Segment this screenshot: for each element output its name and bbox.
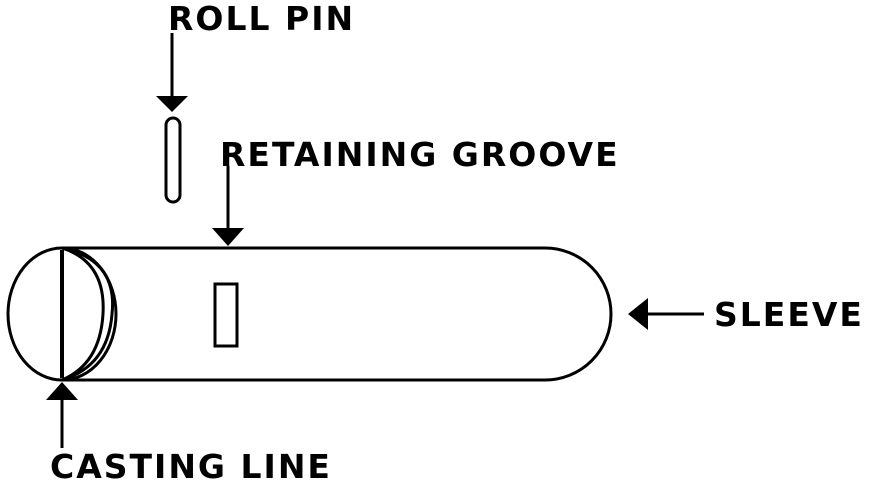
retaining-groove-label: RETAINING GROOVE <box>220 135 620 174</box>
casting-line-label: CASTING LINE <box>50 447 332 486</box>
sleeve-body <box>62 246 613 382</box>
casting-line-arrow-head <box>46 382 78 400</box>
retaining-groove-arrow-head <box>212 228 244 246</box>
sleeve-end-rim-inner <box>61 246 105 382</box>
sleeve-label: SLEEVE <box>714 295 864 334</box>
roll-pin <box>164 116 182 204</box>
sleeve-arrow-head <box>628 298 648 330</box>
roll-pin-label: ROLL PIN <box>168 0 355 38</box>
roll-pin-arrow-head <box>156 96 188 112</box>
sleeve-end-rim-outer <box>61 246 115 382</box>
retaining-groove-slot <box>213 282 239 348</box>
